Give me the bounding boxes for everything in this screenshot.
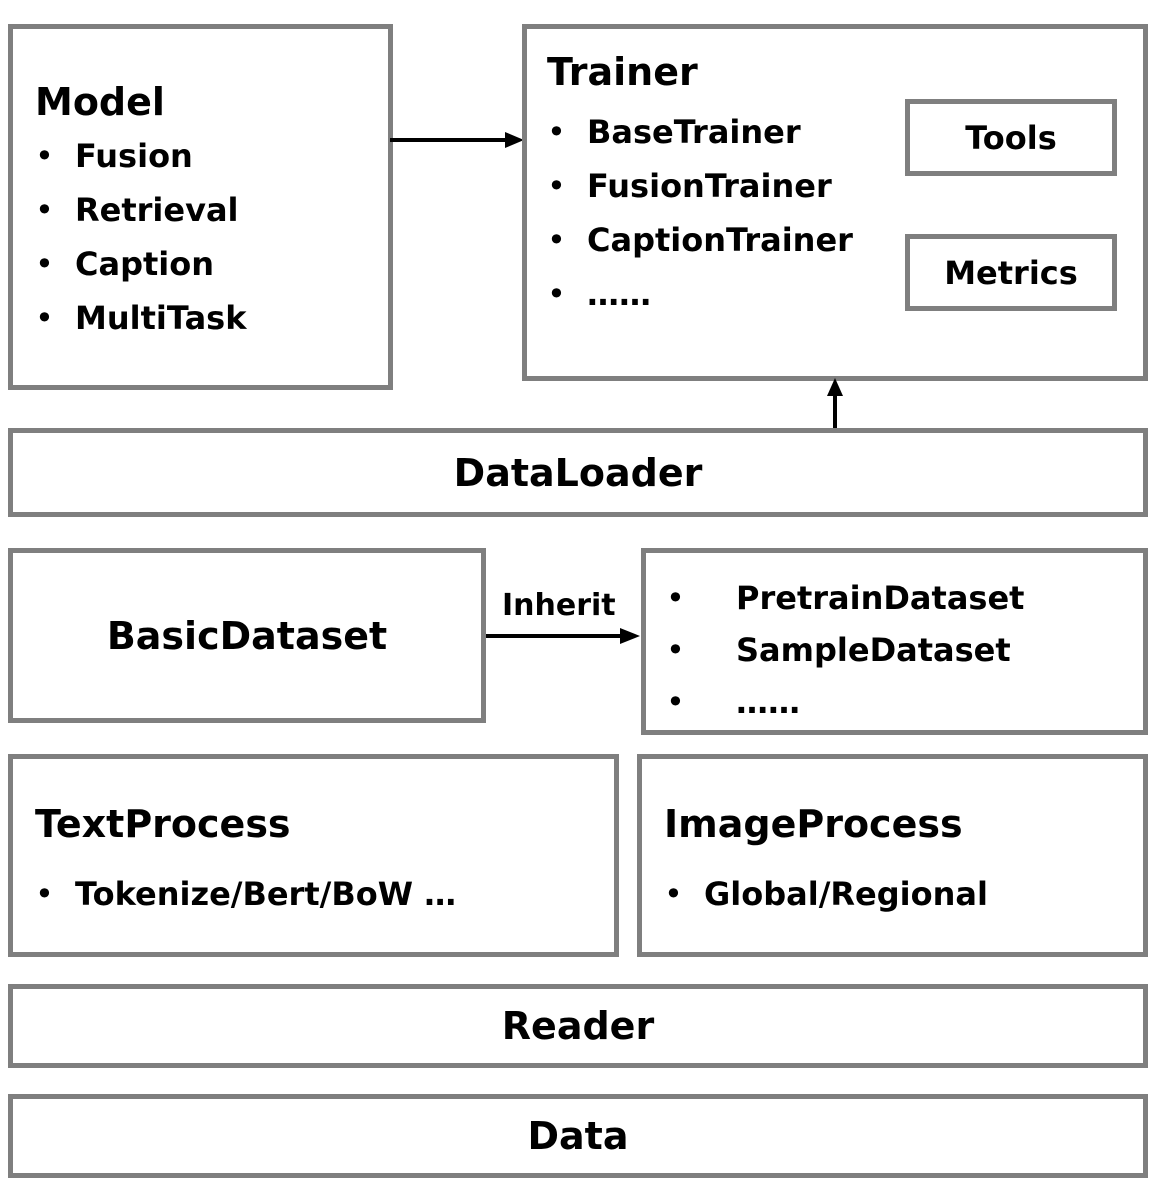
text-process-title: TextProcess bbox=[35, 802, 291, 846]
trainer-box: Trainer •BaseTrainer •FusionTrainer •Cap… bbox=[522, 24, 1148, 381]
model-list: •Fusion •Retrieval •Caption •MultiTask bbox=[35, 137, 246, 353]
list-item: •Retrieval bbox=[35, 191, 239, 229]
dataset-list: •PretrainDataset •SampleDataset •…… bbox=[666, 579, 1024, 735]
list-item: •SampleDataset bbox=[666, 631, 1011, 669]
inherit-label: Inherit bbox=[502, 588, 616, 623]
list-item: •Tokenize/Bert/BoW … bbox=[35, 875, 457, 913]
basic-dataset-box: BasicDataset bbox=[8, 548, 486, 723]
bullet: • bbox=[547, 167, 566, 205]
list-item: •MultiTask bbox=[35, 299, 247, 337]
list-item: •FusionTrainer bbox=[547, 167, 832, 205]
bullet: • bbox=[547, 113, 566, 151]
list-item: •Caption bbox=[35, 245, 215, 283]
model-title: Model bbox=[35, 80, 165, 124]
trainer-list: •BaseTrainer •FusionTrainer •CaptionTrai… bbox=[547, 113, 853, 329]
bullet: • bbox=[666, 579, 685, 617]
text-process-list: •Tokenize/Bert/BoW … bbox=[35, 875, 456, 913]
dataset-list-box: •PretrainDataset •SampleDataset •…… bbox=[641, 548, 1148, 735]
tools-box: Tools bbox=[905, 99, 1117, 176]
dataloader-box: DataLoader bbox=[8, 428, 1148, 517]
bullet: • bbox=[35, 137, 54, 175]
bullet: • bbox=[35, 299, 54, 337]
bullet: • bbox=[547, 221, 566, 259]
tools-label: Tools bbox=[965, 118, 1057, 157]
model-to-trainer-arrow bbox=[390, 132, 524, 148]
list-item: •…… bbox=[666, 683, 800, 721]
data-label: Data bbox=[527, 1114, 629, 1158]
metrics-box: Metrics bbox=[905, 234, 1117, 311]
bullet: • bbox=[664, 875, 683, 913]
bullet: • bbox=[35, 191, 54, 229]
text-process-box: TextProcess •Tokenize/Bert/BoW … bbox=[8, 754, 619, 957]
bullet: • bbox=[35, 245, 54, 283]
list-item: •Fusion bbox=[35, 137, 193, 175]
metrics-label: Metrics bbox=[944, 253, 1078, 292]
image-process-title: ImageProcess bbox=[664, 802, 963, 846]
inherit-arrow bbox=[486, 628, 640, 644]
reader-box: Reader bbox=[8, 984, 1148, 1068]
image-process-box: ImageProcess •Global/Regional bbox=[637, 754, 1148, 957]
reader-label: Reader bbox=[501, 1004, 655, 1048]
model-box: Model •Fusion •Retrieval •Caption •Multi… bbox=[8, 24, 393, 390]
trainer-title: Trainer bbox=[547, 50, 698, 94]
basic-dataset-label: BasicDataset bbox=[106, 613, 388, 658]
list-item: •…… bbox=[547, 275, 651, 313]
bullet: • bbox=[666, 683, 685, 721]
list-item: •Global/Regional bbox=[664, 875, 988, 913]
bullet: • bbox=[35, 875, 54, 913]
data-box: Data bbox=[8, 1094, 1148, 1178]
bullet: • bbox=[666, 631, 685, 669]
dataloader-to-trainer-arrow bbox=[827, 378, 843, 428]
list-item: •PretrainDataset bbox=[666, 579, 1025, 617]
list-item: •CaptionTrainer bbox=[547, 221, 853, 259]
list-item: •BaseTrainer bbox=[547, 113, 801, 151]
dataloader-label: DataLoader bbox=[453, 450, 703, 495]
image-process-list: •Global/Regional bbox=[664, 875, 988, 913]
bullet: • bbox=[547, 275, 566, 313]
